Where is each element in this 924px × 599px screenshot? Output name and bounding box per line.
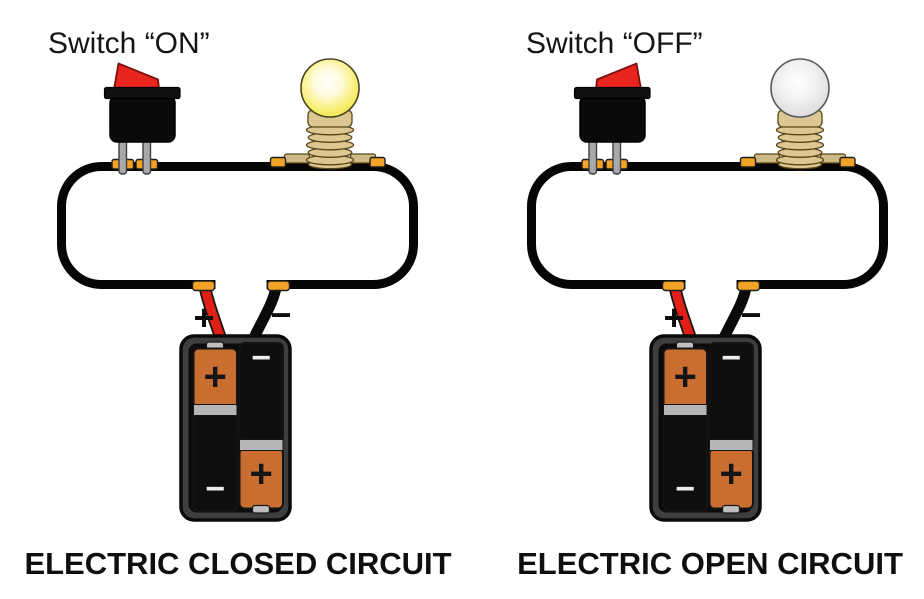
battery-plus-mark: + (204, 355, 227, 399)
switch-flange (573, 86, 651, 100)
switch-pin (612, 139, 622, 175)
switch-pin (142, 139, 152, 175)
wire-gap (215, 274, 267, 294)
switch-body (579, 95, 646, 143)
switch-rocker-off (595, 62, 642, 90)
wire-loop (57, 162, 418, 289)
bulb-globe-unlit (770, 58, 830, 118)
crimp-connector (269, 156, 287, 168)
battery-nub (721, 504, 741, 514)
switch-rocker-on (113, 62, 160, 90)
crimp-connector (191, 280, 216, 292)
battery-plus-mark: + (674, 355, 697, 399)
battery-minus-mark: − (675, 470, 695, 508)
crimp-connector (661, 280, 686, 292)
crimp-connector (739, 156, 757, 168)
battery-label-band (193, 404, 238, 416)
battery-minus-mark: − (205, 470, 225, 508)
crimp-connector (369, 156, 386, 168)
wire-loop (527, 162, 888, 289)
open-circuit-diagram: Switch “OFF” + − (517, 27, 903, 581)
switch-pin (588, 139, 598, 175)
battery-label-band (239, 439, 284, 451)
minus-terminal-label: − (270, 294, 291, 335)
switch-body (109, 95, 176, 143)
battery-plus-mark: + (720, 452, 743, 496)
crimp-connector (736, 280, 761, 292)
caption-closed-circuit: ELECTRIC CLOSED CIRCUIT (24, 546, 451, 581)
bulb-contact-tab (753, 153, 781, 164)
caption-open-circuit: ELECTRIC OPEN CIRCUIT (517, 546, 903, 581)
plus-terminal-label: + (663, 297, 684, 338)
minus-terminal-label: − (740, 294, 761, 335)
plus-terminal-label: + (193, 297, 214, 338)
battery-minus-mark: − (251, 339, 271, 377)
closed-circuit-diagram: Switch “ON” + − (24, 27, 451, 581)
battery-plus-mark: + (250, 452, 273, 496)
battery-label-band (709, 439, 754, 451)
crimp-connector (266, 280, 291, 292)
bulb-globe-lit (300, 58, 360, 118)
bulb-contact-tab (283, 153, 311, 164)
switch-label: Switch “OFF” (526, 27, 703, 60)
battery-minus-mark: − (721, 339, 741, 377)
switch-flange (103, 86, 181, 100)
switch-pin (118, 139, 128, 175)
crimp-connector (839, 156, 856, 168)
switch-label: Switch “ON” (48, 27, 210, 60)
wire-gap (685, 274, 737, 294)
battery-nub (251, 504, 271, 514)
battery-label-band (663, 404, 708, 416)
